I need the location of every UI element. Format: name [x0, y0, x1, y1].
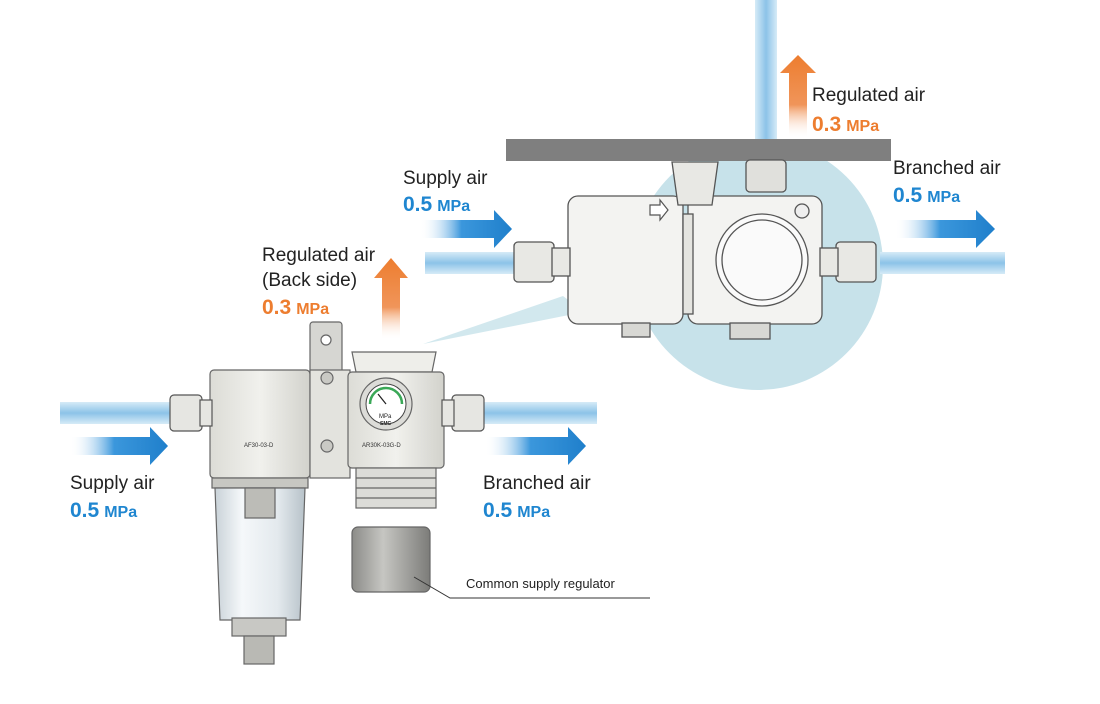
upper-supply-number: 0.5: [403, 193, 433, 216]
filter-unit: [209, 369, 351, 665]
lower-branched-unit: MPa: [517, 504, 551, 521]
lower-branched-arrow: [485, 427, 586, 465]
lower-supply-label: Supply air: [70, 473, 155, 494]
mounting-plate: [506, 139, 891, 161]
callout-leader-line: [413, 576, 650, 599]
lower-pipes: [60, 402, 597, 424]
upper-supply-unit: MPa: [437, 198, 471, 215]
upper-regulated-arrow: [780, 55, 816, 138]
regulator-model-text: AR30K-03G-D: [362, 443, 401, 449]
upper-branched-arrow: [895, 210, 995, 248]
upper-regulated-number: 0.3: [812, 113, 842, 136]
lower-supply-unit: MPa: [104, 504, 138, 521]
lower-supply-number: 0.5: [70, 499, 100, 522]
lower-branched-number: 0.5: [483, 499, 513, 522]
upper-regulated-label: Regulated air: [812, 85, 926, 106]
upper-supply-label: Supply air: [403, 168, 488, 189]
upper-branched-number: 0.5: [893, 184, 923, 207]
filter-model-text: AF30-03-D: [244, 443, 274, 449]
lower-supply-arrow: [70, 427, 168, 465]
pressure-gauge: MPa SMC: [359, 377, 413, 431]
lower-branched-label: Branched air: [483, 473, 591, 494]
flow-direction-icon: [649, 198, 669, 222]
gauge-brand-text: SMC: [380, 421, 392, 427]
upper-branched-unit: MPa: [927, 189, 961, 206]
upper-branched-label: Branched air: [893, 158, 1001, 179]
lower-fittings: [169, 394, 485, 432]
lower-regulated-label-line1: Regulated air: [262, 245, 376, 266]
common-supply-regulator-callout: Common supply regulator: [466, 576, 615, 591]
upper-fittings: [513, 241, 877, 283]
lower-regulated-arrow: [374, 258, 408, 340]
lower-regulated-number: 0.3: [262, 296, 292, 319]
upper-supply-arrow: [420, 210, 512, 248]
gauge-unit-text: MPa: [379, 414, 392, 420]
lower-regulated-label-line2: (Back side): [262, 270, 358, 291]
upper-regulator-body: [567, 159, 823, 340]
zoom-connector: [423, 296, 584, 344]
lower-regulated-unit: MPa: [296, 301, 330, 318]
upper-pipes: [425, 0, 1005, 274]
upper-regulated-unit: MPa: [846, 118, 880, 135]
